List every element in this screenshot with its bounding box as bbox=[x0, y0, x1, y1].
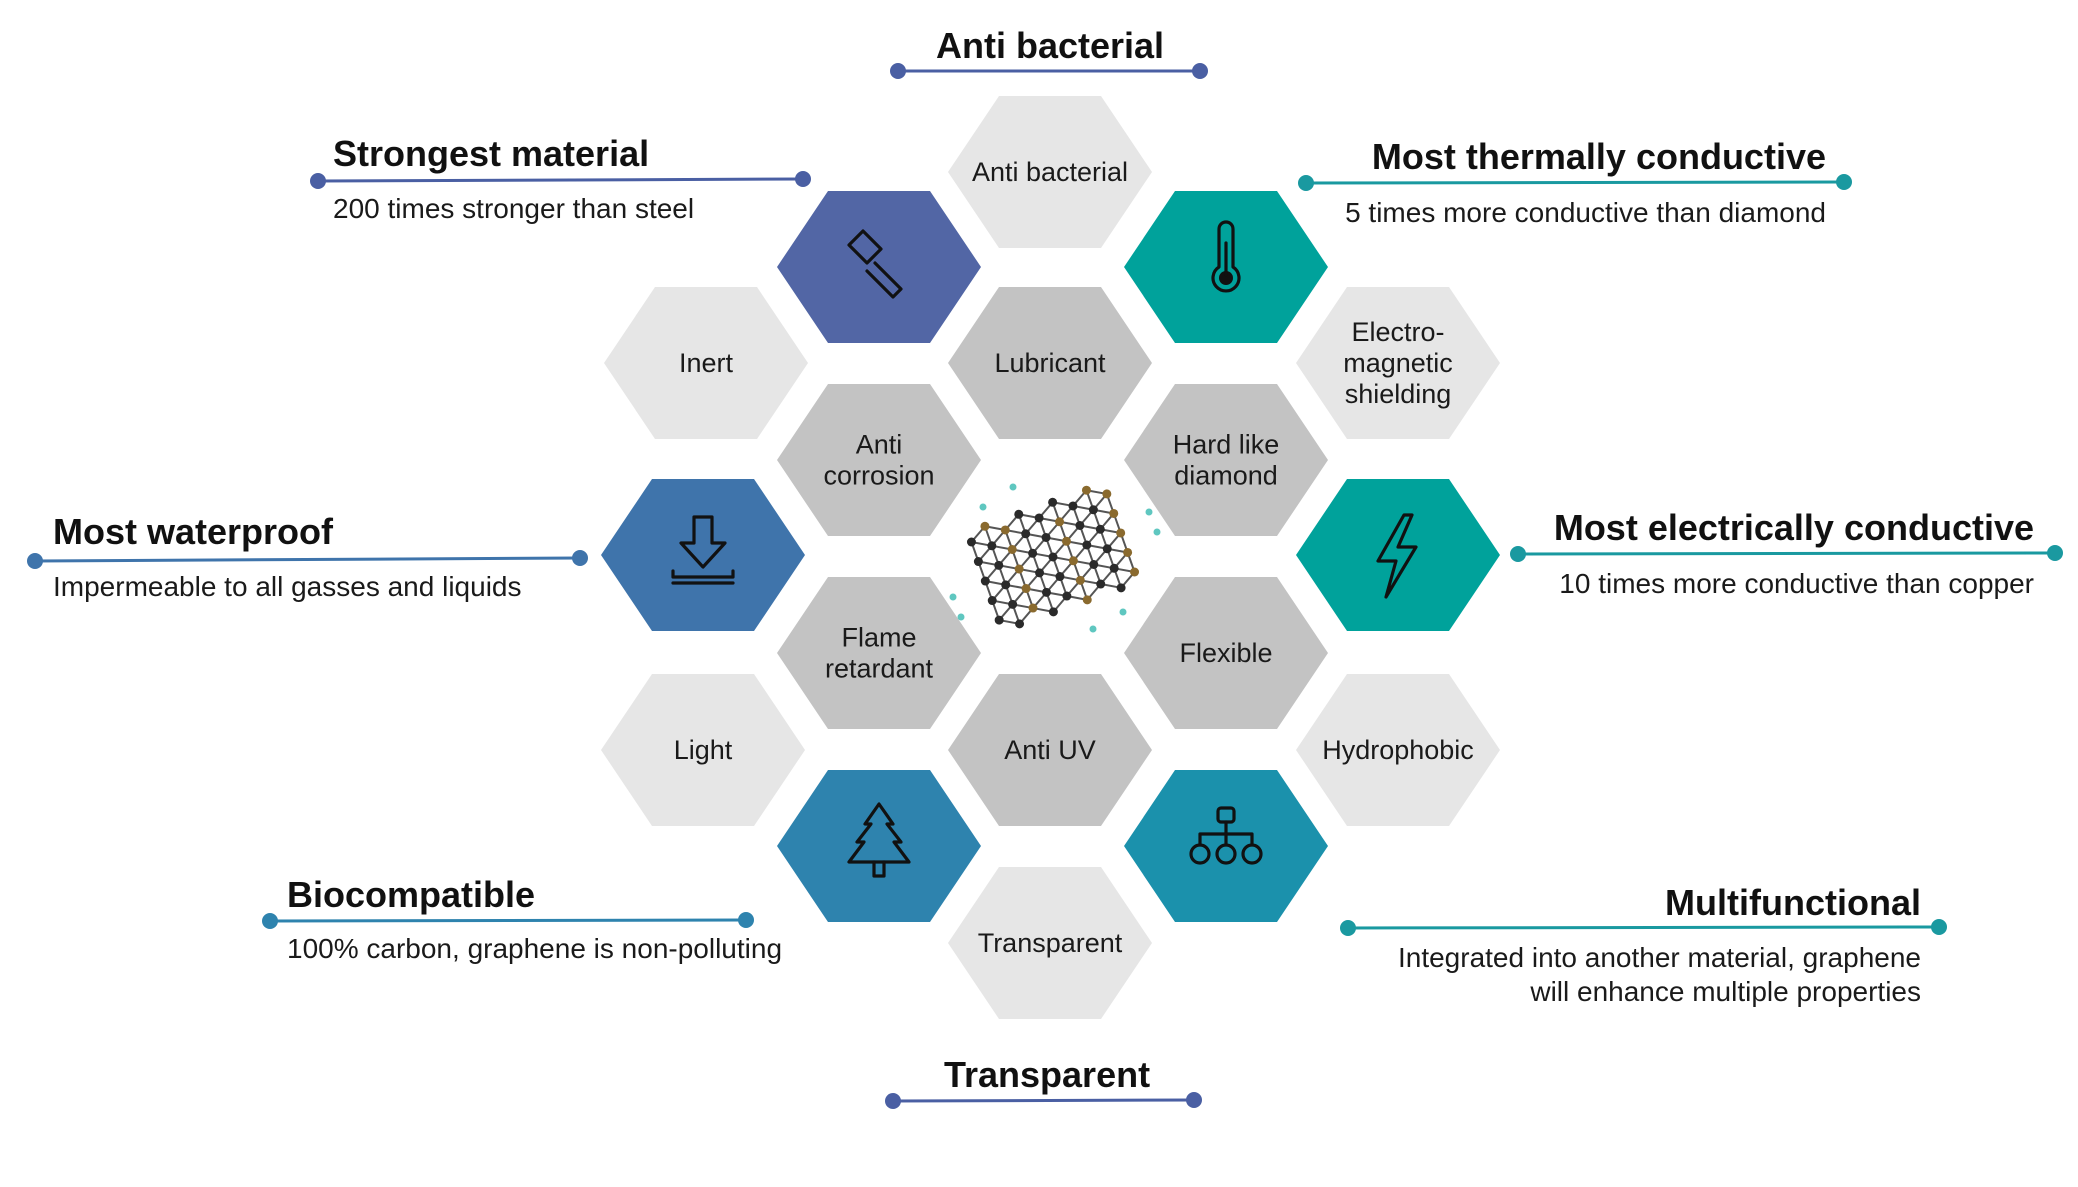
hexagon-multi bbox=[1124, 770, 1328, 922]
hexagon-label: Light bbox=[674, 735, 733, 765]
caption-bio-title: Biocompatible bbox=[287, 874, 536, 915]
hexagon-label: corrosion bbox=[823, 461, 934, 491]
hexagon-lubricant: Lubricant bbox=[948, 287, 1152, 439]
hexagon-waterproof bbox=[601, 479, 805, 631]
hexagon-label: Anti UV bbox=[1004, 735, 1096, 765]
hexagon-label: Hydrophobic bbox=[1322, 735, 1474, 765]
hexagon-label: Hard like bbox=[1173, 430, 1280, 460]
hexagon-label: Lubricant bbox=[994, 348, 1106, 378]
caption-waterproof-desc: Impermeable to all gasses and liquids bbox=[53, 571, 522, 602]
hexagon-light: Light bbox=[601, 674, 805, 826]
hexagon-thermal bbox=[1124, 191, 1328, 343]
hexagon-hydrophobic: Hydrophobic bbox=[1296, 674, 1500, 826]
tree-icon bbox=[847, 802, 911, 878]
hexagon-transparent: Transparent bbox=[948, 867, 1152, 1019]
hexagon-label: Inert bbox=[679, 348, 734, 378]
hexagon-label: shielding bbox=[1345, 379, 1452, 409]
connector-multi bbox=[1340, 919, 1947, 936]
thermometer-icon bbox=[1211, 220, 1241, 293]
hexagon-anti-bacterial: Anti bacterial bbox=[948, 96, 1152, 248]
caption-transparent-title: Transparent bbox=[944, 1054, 1151, 1095]
hexagon-strongest bbox=[777, 191, 981, 343]
caption-thermal-title: Most thermally conductive bbox=[1371, 136, 1826, 177]
caption-multi-desc-line1: Integrated into another material, graphe… bbox=[1397, 942, 1921, 973]
hexagon-bio bbox=[777, 770, 981, 922]
hexagon-inert: Inert bbox=[604, 287, 808, 439]
hexagon-label: Flame bbox=[841, 623, 916, 653]
connector-bio bbox=[262, 912, 754, 929]
network-icon bbox=[1189, 806, 1263, 865]
caption-multi-desc-line2: will enhance multiple properties bbox=[1530, 976, 1921, 1007]
connector-thermal bbox=[1298, 174, 1852, 191]
connector-transparent bbox=[885, 1092, 1202, 1109]
graphene-molecule-icon bbox=[949, 483, 1161, 633]
caption-electric-desc: 10 times more conductive than copper bbox=[1559, 568, 2034, 599]
hexagon-anti-uv: Anti UV bbox=[948, 674, 1152, 826]
hexagon-label: Anti bacterial bbox=[972, 157, 1128, 187]
caption-electric-title: Most electrically conductive bbox=[1553, 507, 2034, 548]
caption-bio-desc: 100% carbon, graphene is non-polluting bbox=[287, 933, 783, 964]
caption-waterproof-title: Most waterproof bbox=[53, 511, 334, 552]
hexagon-electric bbox=[1296, 479, 1500, 631]
lightning-icon bbox=[1376, 513, 1418, 599]
hexagon-label: diamond bbox=[1174, 461, 1278, 491]
caption-multi-title: Multifunctional bbox=[1665, 882, 1921, 923]
hammer-icon bbox=[847, 229, 903, 299]
connector-waterproof bbox=[27, 550, 588, 569]
connector-anti-bacterial bbox=[890, 63, 1208, 79]
caption-thermal-desc: 5 times more conductive than diamond bbox=[1345, 197, 1826, 228]
hexagon-label: Transparent bbox=[978, 928, 1123, 958]
hexagon-label: retardant bbox=[825, 654, 934, 684]
caption-anti-bacterial-title: Anti bacterial bbox=[936, 25, 1165, 66]
hexagon-label: magnetic bbox=[1343, 348, 1453, 378]
waterproof-icon bbox=[671, 515, 735, 585]
caption-strongest-title: Strongest material bbox=[333, 133, 650, 174]
caption-strongest-desc: 200 times stronger than steel bbox=[333, 193, 695, 224]
connector-strongest bbox=[310, 171, 811, 189]
connector-electric bbox=[1510, 545, 2063, 562]
hexagon-label: Electro- bbox=[1351, 317, 1444, 347]
hexagon-flexible: Flexible bbox=[1124, 577, 1328, 729]
hexagon-label: Flexible bbox=[1179, 638, 1272, 668]
hexagon-label: Anti bbox=[856, 430, 903, 460]
